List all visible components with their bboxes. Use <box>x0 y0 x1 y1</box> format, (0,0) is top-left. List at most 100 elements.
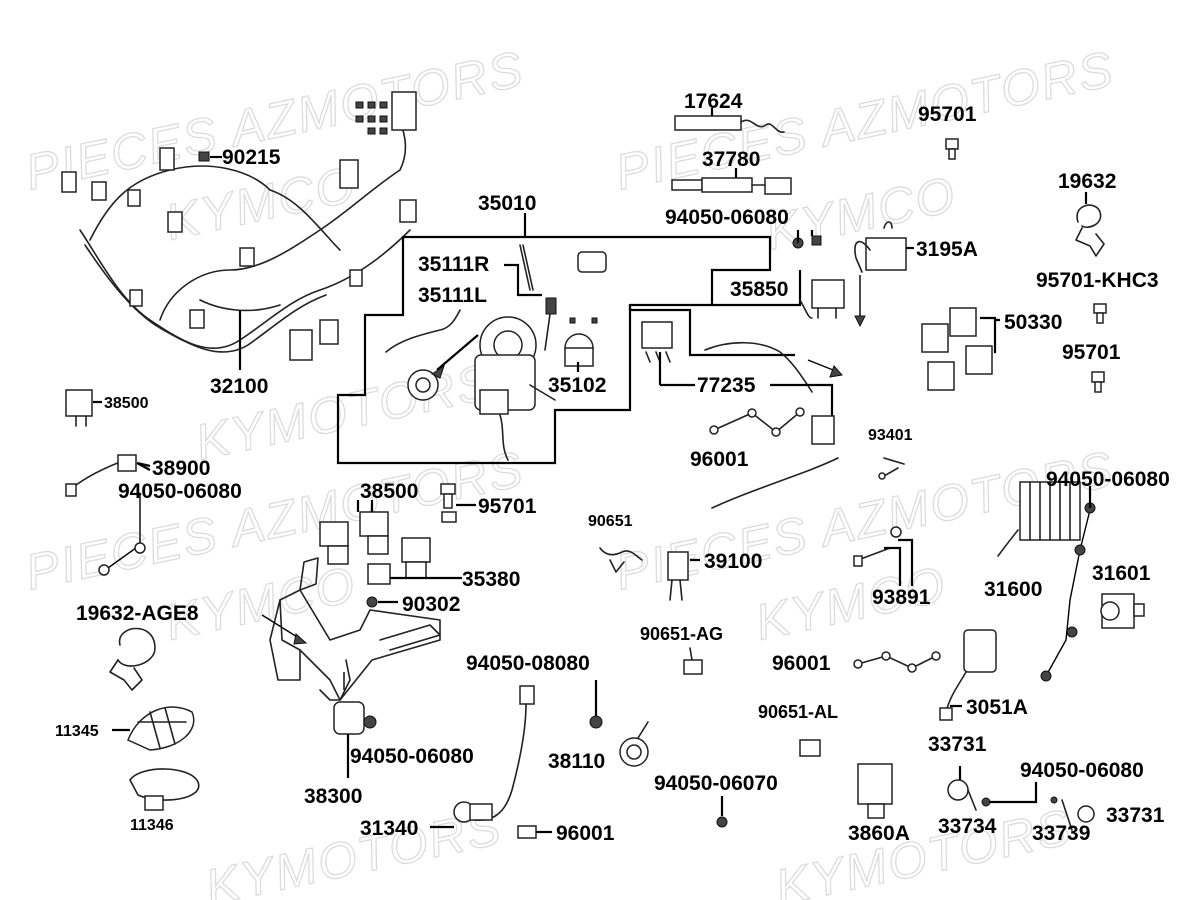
label-38300: 38300 <box>304 785 362 808</box>
sensor-37780 <box>671 168 792 195</box>
bolt-95701-khc3 <box>1093 303 1107 324</box>
label-31600: 31600 <box>984 578 1042 601</box>
label-39100: 39100 <box>704 550 762 573</box>
label-31340: 31340 <box>360 817 418 840</box>
label-37780: 37780 <box>702 148 760 171</box>
watermark-text: KYMCO <box>161 156 362 251</box>
relays-38500-mid <box>319 500 431 579</box>
label-95701: 95701 <box>918 103 977 126</box>
label-95701: 95701 <box>478 495 537 518</box>
label-94050-06070: 94050-06070 <box>654 772 778 795</box>
relay-3195a <box>854 221 914 273</box>
label-33731: 33731 <box>1106 804 1165 827</box>
label-94050-06080: 94050-06080 <box>118 480 242 503</box>
label-90215: 90215 <box>222 146 281 169</box>
label-3195a: 3195A <box>916 238 978 261</box>
resistors-50330 <box>921 307 1000 391</box>
group-outline-35010 <box>336 235 772 465</box>
label-32100: 32100 <box>210 375 268 398</box>
label-94050-06080: 94050-06080 <box>350 745 474 768</box>
label-38900: 38900 <box>152 457 210 480</box>
label-94050-06080: 94050-06080 <box>1020 759 1144 782</box>
arrow-head <box>829 365 843 378</box>
label-35111l: 35111L <box>418 284 487 307</box>
label-31601: 31601 <box>1092 562 1151 585</box>
horn-38110 <box>619 721 649 767</box>
watermark-text: KYMOTORS <box>771 798 1077 900</box>
label-50330: 50330 <box>1004 311 1062 334</box>
label-33734: 33734 <box>938 815 997 838</box>
wire-90651 <box>599 547 643 573</box>
label-17624: 17624 <box>684 90 743 113</box>
wiring-harness <box>61 91 417 361</box>
group-outline-35850 <box>712 270 802 307</box>
band-11346 <box>129 768 200 811</box>
bolt-93891 <box>853 526 914 586</box>
link-rod-96001-lower <box>853 651 941 673</box>
label-35010: 35010 <box>478 192 536 215</box>
label-90651-al: 90651-AL <box>758 702 838 722</box>
label-35850: 35850 <box>730 278 788 301</box>
label-93891: 93891 <box>872 586 931 609</box>
label-94050-06080: 94050-06080 <box>1046 468 1170 491</box>
nut-94050-06080-mid <box>363 715 377 729</box>
bolt-95701-right <box>1091 371 1105 393</box>
link-rod-96001 <box>709 407 805 437</box>
label-94050-06080: 94050-06080 <box>665 206 789 229</box>
label-11346: 11346 <box>130 817 174 834</box>
sensor-33739 <box>1061 799 1095 831</box>
frame-bracket <box>261 557 441 701</box>
relay-38500-left <box>65 389 93 427</box>
nut-94050-06070 <box>716 796 728 828</box>
label-96001: 96001 <box>556 822 615 845</box>
watermark-text: KYMOTORS <box>191 353 497 470</box>
label-90651: 90651 <box>588 513 633 530</box>
label-19632-age8: 19632-AGE8 <box>76 602 199 625</box>
clip-19632-age8 <box>109 627 156 691</box>
bolt-90215 <box>198 151 210 162</box>
label-95701-khc3: 95701-KHC3 <box>1036 269 1159 292</box>
clip-90651-al <box>799 739 821 757</box>
pin-93401 <box>878 457 905 480</box>
screw-94050-06080-top <box>792 230 822 249</box>
label-33739: 33739 <box>1032 822 1090 845</box>
label-94050-08080: 94050-08080 <box>466 652 590 675</box>
label-3051a: 3051A <box>966 696 1028 719</box>
bolt-96001-bottom <box>517 825 552 839</box>
label-11345: 11345 <box>55 723 99 740</box>
label-38500: 38500 <box>104 395 149 412</box>
label-33731: 33731 <box>928 733 987 756</box>
clip-90651-ag <box>683 647 703 675</box>
sensor-31340 <box>430 685 535 829</box>
sensor-17624 <box>674 108 785 133</box>
wire-38900 <box>65 454 151 576</box>
label-90651-ag: 90651-AG <box>640 624 723 644</box>
label-96001: 96001 <box>772 652 831 675</box>
label-95701: 95701 <box>1062 341 1121 364</box>
label-96001: 96001 <box>690 448 749 471</box>
regulator-31600 <box>997 481 1081 557</box>
cable-rod <box>711 457 839 509</box>
relay-35380 <box>367 563 462 585</box>
group-outline-77235 <box>628 305 795 357</box>
bolt-95701-mid <box>440 483 476 523</box>
clip-19632 <box>1075 192 1105 257</box>
label-3860a: 3860A <box>848 822 910 845</box>
arrow-head <box>854 315 866 328</box>
bracket-33734 <box>947 766 977 811</box>
label-19632: 19632 <box>1058 170 1116 193</box>
switch-39100 <box>667 551 700 601</box>
screw-94050-06080-bottom <box>981 782 1058 807</box>
nut-94050-08080 <box>589 680 603 729</box>
label-38110: 38110 <box>548 750 605 773</box>
coil-3051a <box>939 629 997 721</box>
part-labels: 90215 32100 38500 38900 94050-06080 1963… <box>55 90 1170 845</box>
bolt-95701-top <box>945 138 959 160</box>
label-35111r: 35111R <box>418 253 489 276</box>
ignition-switch-group <box>336 213 835 465</box>
nut-90302 <box>366 596 398 608</box>
label-93401: 93401 <box>868 427 913 444</box>
label-38500: 38500 <box>360 480 418 503</box>
